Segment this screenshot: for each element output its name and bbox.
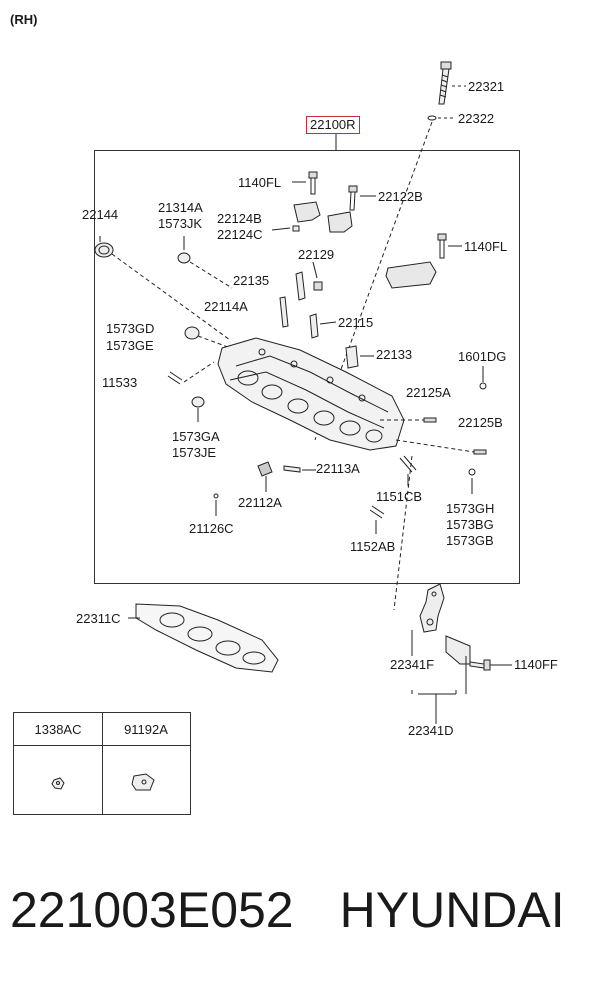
- part-label-22129[interactable]: 22129: [298, 247, 335, 262]
- part-label-22124b[interactable]: 22124B: [217, 211, 262, 226]
- plug-1573ga-icon: [191, 396, 205, 408]
- seal-22113a-icon: [283, 465, 301, 473]
- part-label-22311c[interactable]: 22311C: [76, 611, 121, 626]
- part-label-22341d[interactable]: 22341D: [408, 723, 454, 738]
- part-label-1151cb[interactable]: 1151CB: [376, 489, 423, 504]
- part-label-1601dg[interactable]: 1601DG: [458, 349, 507, 364]
- assembly-frame: [94, 150, 520, 584]
- part-label-22125b[interactable]: 22125B: [458, 415, 503, 430]
- cam-cap-22124b-icon: [293, 201, 321, 223]
- washer-22322-icon: [427, 115, 437, 121]
- fastener-table: 1338AC 91192A: [13, 712, 191, 815]
- part-label-22122b[interactable]: 22122B: [378, 189, 423, 204]
- part-label-1140fl-top[interactable]: 1140FL: [238, 175, 282, 190]
- guide-22115-icon: [309, 313, 319, 339]
- cam-cap-22124c-icon: [327, 211, 353, 233]
- part-label-1573ga[interactable]: 1573GA: [172, 429, 220, 444]
- part-label-1573gh[interactable]: 1573GH: [446, 501, 495, 516]
- part-label-1573je[interactable]: 1573JE: [172, 445, 217, 460]
- part-label-22114a[interactable]: 22114A: [204, 299, 248, 314]
- bolt-22122b-icon: [348, 185, 358, 211]
- bolt-1140fl-right-icon: [437, 233, 447, 259]
- part-label-22144[interactable]: 22144: [82, 207, 119, 222]
- part-label-22341f[interactable]: 22341F: [390, 657, 435, 672]
- assembly-part-tag[interactable]: 22100R: [306, 116, 360, 134]
- part-label-1573ge[interactable]: 1573GE: [106, 338, 154, 353]
- part-label-1573gb[interactable]: 1573GB: [446, 533, 494, 548]
- guide-22133-icon: [345, 345, 359, 369]
- plug-21314a-icon: [177, 252, 191, 264]
- bolt-1140ff-icon: [469, 659, 491, 671]
- part-label-1140ff[interactable]: 1140FF: [514, 657, 558, 672]
- part-label-22113a[interactable]: 22113A: [316, 461, 360, 476]
- part-label-22133[interactable]: 22133: [376, 347, 413, 362]
- table-header-1338ac[interactable]: 1338AC: [34, 722, 82, 737]
- guide-22114a-icon: [279, 296, 289, 328]
- footer-brand: HYUNDAI: [339, 882, 565, 938]
- part-label-22135[interactable]: 22135: [233, 273, 270, 288]
- gasket-22311c-icon: [135, 603, 279, 673]
- spring-22129-icon: [313, 281, 323, 291]
- tappet-22135-icon: [295, 271, 306, 301]
- cylinder-head-22100r-icon: [217, 337, 405, 451]
- bracket-22341f-icon: [419, 583, 471, 665]
- part-label-22124c[interactable]: 22124C: [217, 227, 263, 242]
- part-label-1140fl-right[interactable]: 1140FL: [464, 239, 508, 254]
- part-label-21314a[interactable]: 21314A: [158, 200, 203, 215]
- part-label-11533[interactable]: 11533: [102, 375, 138, 390]
- footer-caption: 221003E052 HYUNDAI: [10, 880, 565, 940]
- cam-bearing-cap-icon: [385, 261, 437, 289]
- part-label-1573bg[interactable]: 1573BG: [446, 517, 494, 532]
- part-label-1152ab[interactable]: 1152AB: [350, 539, 396, 554]
- plug-1601dg-icon: [479, 382, 487, 390]
- fastener-icons: [51, 773, 155, 791]
- part-label-22322[interactable]: 22322: [458, 111, 495, 126]
- part-label-22321[interactable]: 22321: [468, 79, 505, 94]
- part-label-1573gd[interactable]: 1573GD: [106, 321, 155, 336]
- corner-label: (RH): [10, 12, 38, 27]
- part-label-22115[interactable]: 22115: [338, 315, 374, 330]
- part-label-21126c[interactable]: 21126C: [189, 521, 234, 536]
- part-label-22125a[interactable]: 22125A: [406, 385, 451, 400]
- part-label-22112a[interactable]: 22112A: [238, 495, 282, 510]
- bolt-1140fl-icon: [308, 171, 318, 195]
- footer-part-number: 221003E052: [10, 882, 294, 938]
- seal-22144-icon: [94, 242, 114, 258]
- table-divider-v: [102, 713, 103, 814]
- part-label-1573jk[interactable]: 1573JK: [158, 216, 203, 231]
- bolt-22321-icon: [438, 61, 452, 105]
- keeper-22112a-icon: [257, 461, 273, 477]
- plug-1573gd-icon: [184, 326, 200, 340]
- table-header-91192a[interactable]: 91192A: [124, 722, 168, 737]
